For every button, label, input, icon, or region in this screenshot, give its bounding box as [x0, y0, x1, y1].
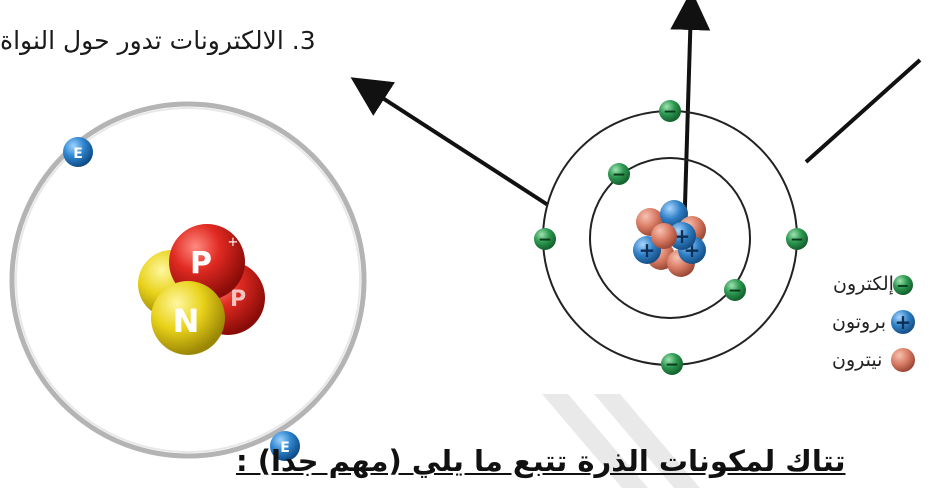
- model-electron-letter: E: [73, 146, 83, 162]
- watermark-strokes: [542, 394, 700, 488]
- electron-outer-top: −: [659, 100, 681, 122]
- arrow-icon: [670, 0, 711, 239]
- model-proton-back-letter: P: [230, 287, 246, 312]
- electron-minus-icon: [893, 275, 913, 295]
- inner-shell: [589, 157, 751, 319]
- section-heading: تتاك لمكونات الذرة تتبع ما يلي (مهم جدا)…: [236, 444, 846, 478]
- bohr-nucleus: + + +: [633, 200, 706, 277]
- legend-label-electron: إلكترون: [833, 273, 894, 295]
- bohr-diagram: + + + − − − − − −: [534, 100, 808, 375]
- electron-minus-icon: [608, 163, 630, 185]
- neutron-ball-icon: [891, 348, 915, 372]
- model-electron-letter: E: [280, 440, 290, 456]
- neutron-ball-icon: [651, 223, 677, 249]
- electron-minus-icon: [659, 100, 681, 122]
- model-proton-charge: +: [228, 235, 239, 250]
- electron-ball-icon: [270, 431, 300, 461]
- proton-sign: +: [674, 224, 691, 248]
- legend-label-proton: بروتون: [832, 311, 887, 333]
- electron-outer-left: −: [534, 228, 556, 250]
- electron-minus-icon: [724, 279, 746, 301]
- model-electron-bottom: E: [270, 431, 300, 461]
- svg-text:+: +: [895, 310, 912, 334]
- electron-inner-bottomright: −: [724, 279, 746, 301]
- electron-ball-icon: [63, 137, 93, 167]
- legend: − +: [891, 275, 915, 372]
- electron-minus-icon: [786, 228, 808, 250]
- svg-text:−: −: [538, 230, 552, 250]
- legend-label-neutron: نيترون: [832, 349, 883, 371]
- svg-text:−: −: [663, 102, 677, 122]
- proton-plus-icon: [891, 310, 915, 334]
- arrow-icon: [350, 77, 550, 207]
- proton-ball-icon: [668, 222, 696, 250]
- proton-ball-icon: [660, 200, 688, 228]
- model-nucleus: P P + N: [138, 224, 265, 355]
- electron-minus-icon: [661, 353, 683, 375]
- svg-text:−: −: [790, 230, 804, 250]
- model-orbit-ring: [9, 101, 367, 459]
- electron-minus-icon: [534, 228, 556, 250]
- svg-text:−: −: [612, 165, 626, 185]
- caption-electrons-orbit: 3. الالكترونات تدور حول النواة: [0, 26, 316, 55]
- svg-text:−: −: [728, 281, 742, 301]
- svg-text:−: −: [665, 355, 679, 375]
- proton-sign: +: [639, 238, 656, 262]
- model-proton-letter: P: [190, 246, 212, 281]
- arrow-line: [804, 58, 922, 164]
- atom-model-3d: E E P P + N: [9, 101, 367, 461]
- model-neutron-letter: N: [173, 302, 200, 340]
- electron-outer-bottom: −: [661, 353, 683, 375]
- model-neutron-front-icon: [151, 281, 225, 355]
- electron-outer-right: −: [786, 228, 808, 250]
- model-electron-top: E: [63, 137, 93, 167]
- svg-text:−: −: [896, 276, 909, 295]
- model-orbit-ring-highlight: [15, 107, 361, 453]
- electron-inner-topleft: −: [608, 163, 630, 185]
